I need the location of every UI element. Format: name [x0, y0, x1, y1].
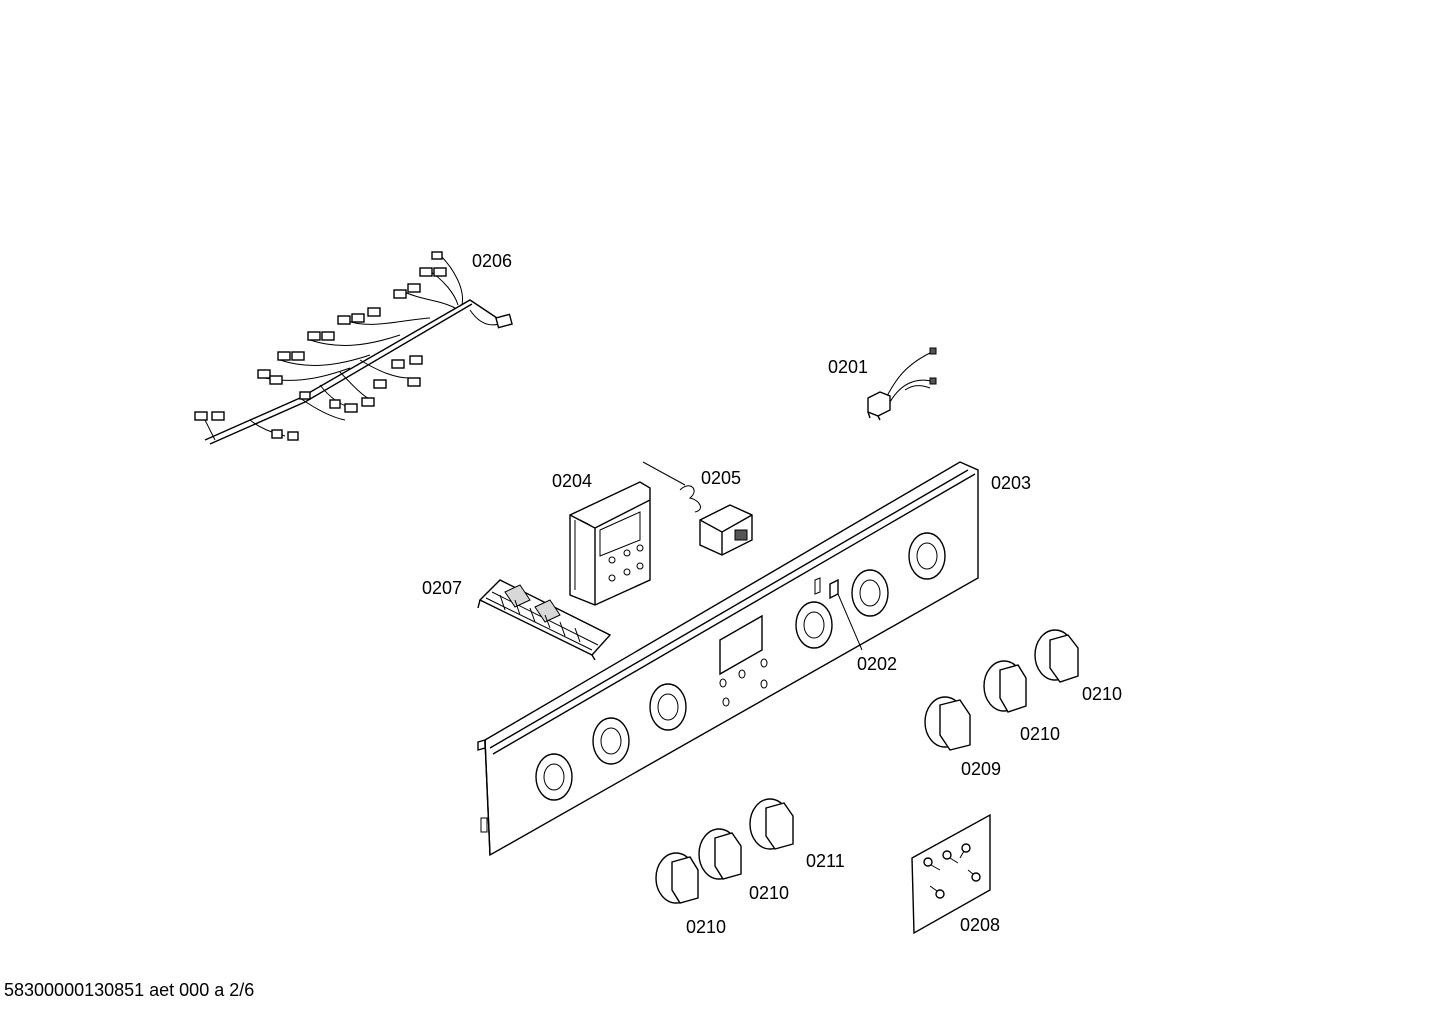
- terminal-board-0207: [477, 579, 612, 661]
- panel-knob-hole: [851, 569, 889, 617]
- panel-knob-hole: [795, 601, 833, 649]
- label-0210-d: 0210: [749, 883, 789, 903]
- screw-icon: [959, 843, 971, 859]
- label-0205: 0205: [701, 468, 741, 488]
- label-0204: 0204: [552, 471, 592, 491]
- panel-knob-hole: [592, 717, 630, 765]
- label-0203: 0203: [991, 473, 1031, 493]
- label-0211: 0211: [806, 851, 845, 871]
- wiring-harness-0206: [194, 251, 513, 445]
- knob-0210-d: [698, 828, 742, 880]
- thermostat-0205: [642, 461, 753, 556]
- control-panel-0203: [477, 461, 979, 857]
- label-0209: 0209: [961, 759, 1001, 779]
- label-0202: 0202: [857, 654, 897, 674]
- panel-knob-hole: [535, 753, 573, 801]
- label-0210-b: 0210: [1082, 684, 1122, 704]
- knob-0210-c: [655, 852, 699, 904]
- screw-icon: [929, 885, 945, 899]
- screw-icon: [967, 869, 981, 882]
- label-0201: 0201: [828, 357, 868, 377]
- label-0208: 0208: [960, 915, 1000, 935]
- panel-knob-hole: [649, 683, 687, 731]
- label-0207: 0207: [422, 578, 462, 598]
- label-0210-a: 0210: [1020, 724, 1060, 744]
- knob-0211: [749, 798, 794, 850]
- screw-icon: [923, 857, 941, 871]
- panel-knob-hole: [908, 532, 946, 580]
- drawing-reference-footer: 58300000130851 aet 000 a 2/6: [4, 980, 255, 1000]
- sensor-0201: [867, 347, 937, 421]
- knob-0210-a: [983, 660, 1027, 713]
- screw-pack-0208: [911, 813, 991, 935]
- knob-0210-b: [1034, 629, 1079, 683]
- knob-0209: [924, 696, 971, 751]
- indicator-lamp-0202: [829, 578, 863, 651]
- label-0210-c: 0210: [686, 917, 726, 937]
- timer-module-0204: [569, 481, 651, 606]
- label-0206: 0206: [472, 251, 512, 271]
- screw-icon: [942, 850, 959, 864]
